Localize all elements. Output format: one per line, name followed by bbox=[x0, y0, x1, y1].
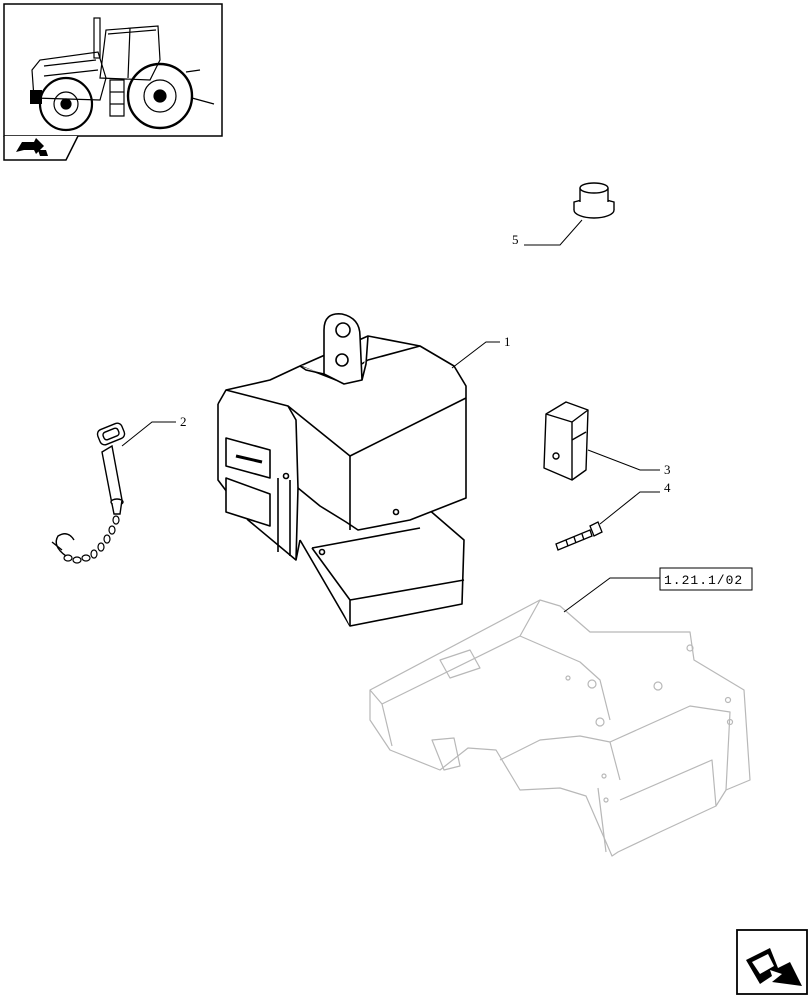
callout-1: 1 bbox=[504, 334, 511, 349]
reference-frame-ghost bbox=[369, 599, 751, 857]
part-1-weight-block bbox=[217, 313, 467, 627]
leader-3 bbox=[587, 449, 660, 471]
callout-2: 2 bbox=[180, 414, 187, 429]
leader-5 bbox=[524, 219, 583, 246]
leader-2 bbox=[121, 421, 176, 447]
tractor-icon bbox=[31, 17, 215, 132]
prev-page-arrow-icon bbox=[16, 138, 48, 156]
part-2-hitch-pin bbox=[51, 422, 126, 564]
front-weight-location bbox=[30, 90, 42, 104]
part-5-cap bbox=[573, 182, 615, 219]
callout-3: 3 bbox=[664, 462, 671, 477]
thumbnail-tab[interactable] bbox=[3, 135, 79, 161]
leader-ref bbox=[563, 577, 660, 613]
callout-5: 5 bbox=[512, 232, 519, 247]
leader-4 bbox=[599, 491, 660, 525]
next-page-arrow-icon bbox=[746, 948, 802, 986]
part-4-bolt bbox=[555, 521, 603, 551]
next-page-button[interactable] bbox=[736, 929, 808, 995]
thumbnail-box bbox=[3, 3, 223, 137]
chain bbox=[63, 515, 120, 564]
leader-1 bbox=[451, 341, 500, 369]
reference-label-box[interactable]: 1.21.1/02 bbox=[659, 567, 753, 591]
reference-label: 1.21.1/02 bbox=[664, 573, 743, 588]
callout-4: 4 bbox=[664, 480, 671, 495]
part-3-block bbox=[543, 401, 589, 481]
